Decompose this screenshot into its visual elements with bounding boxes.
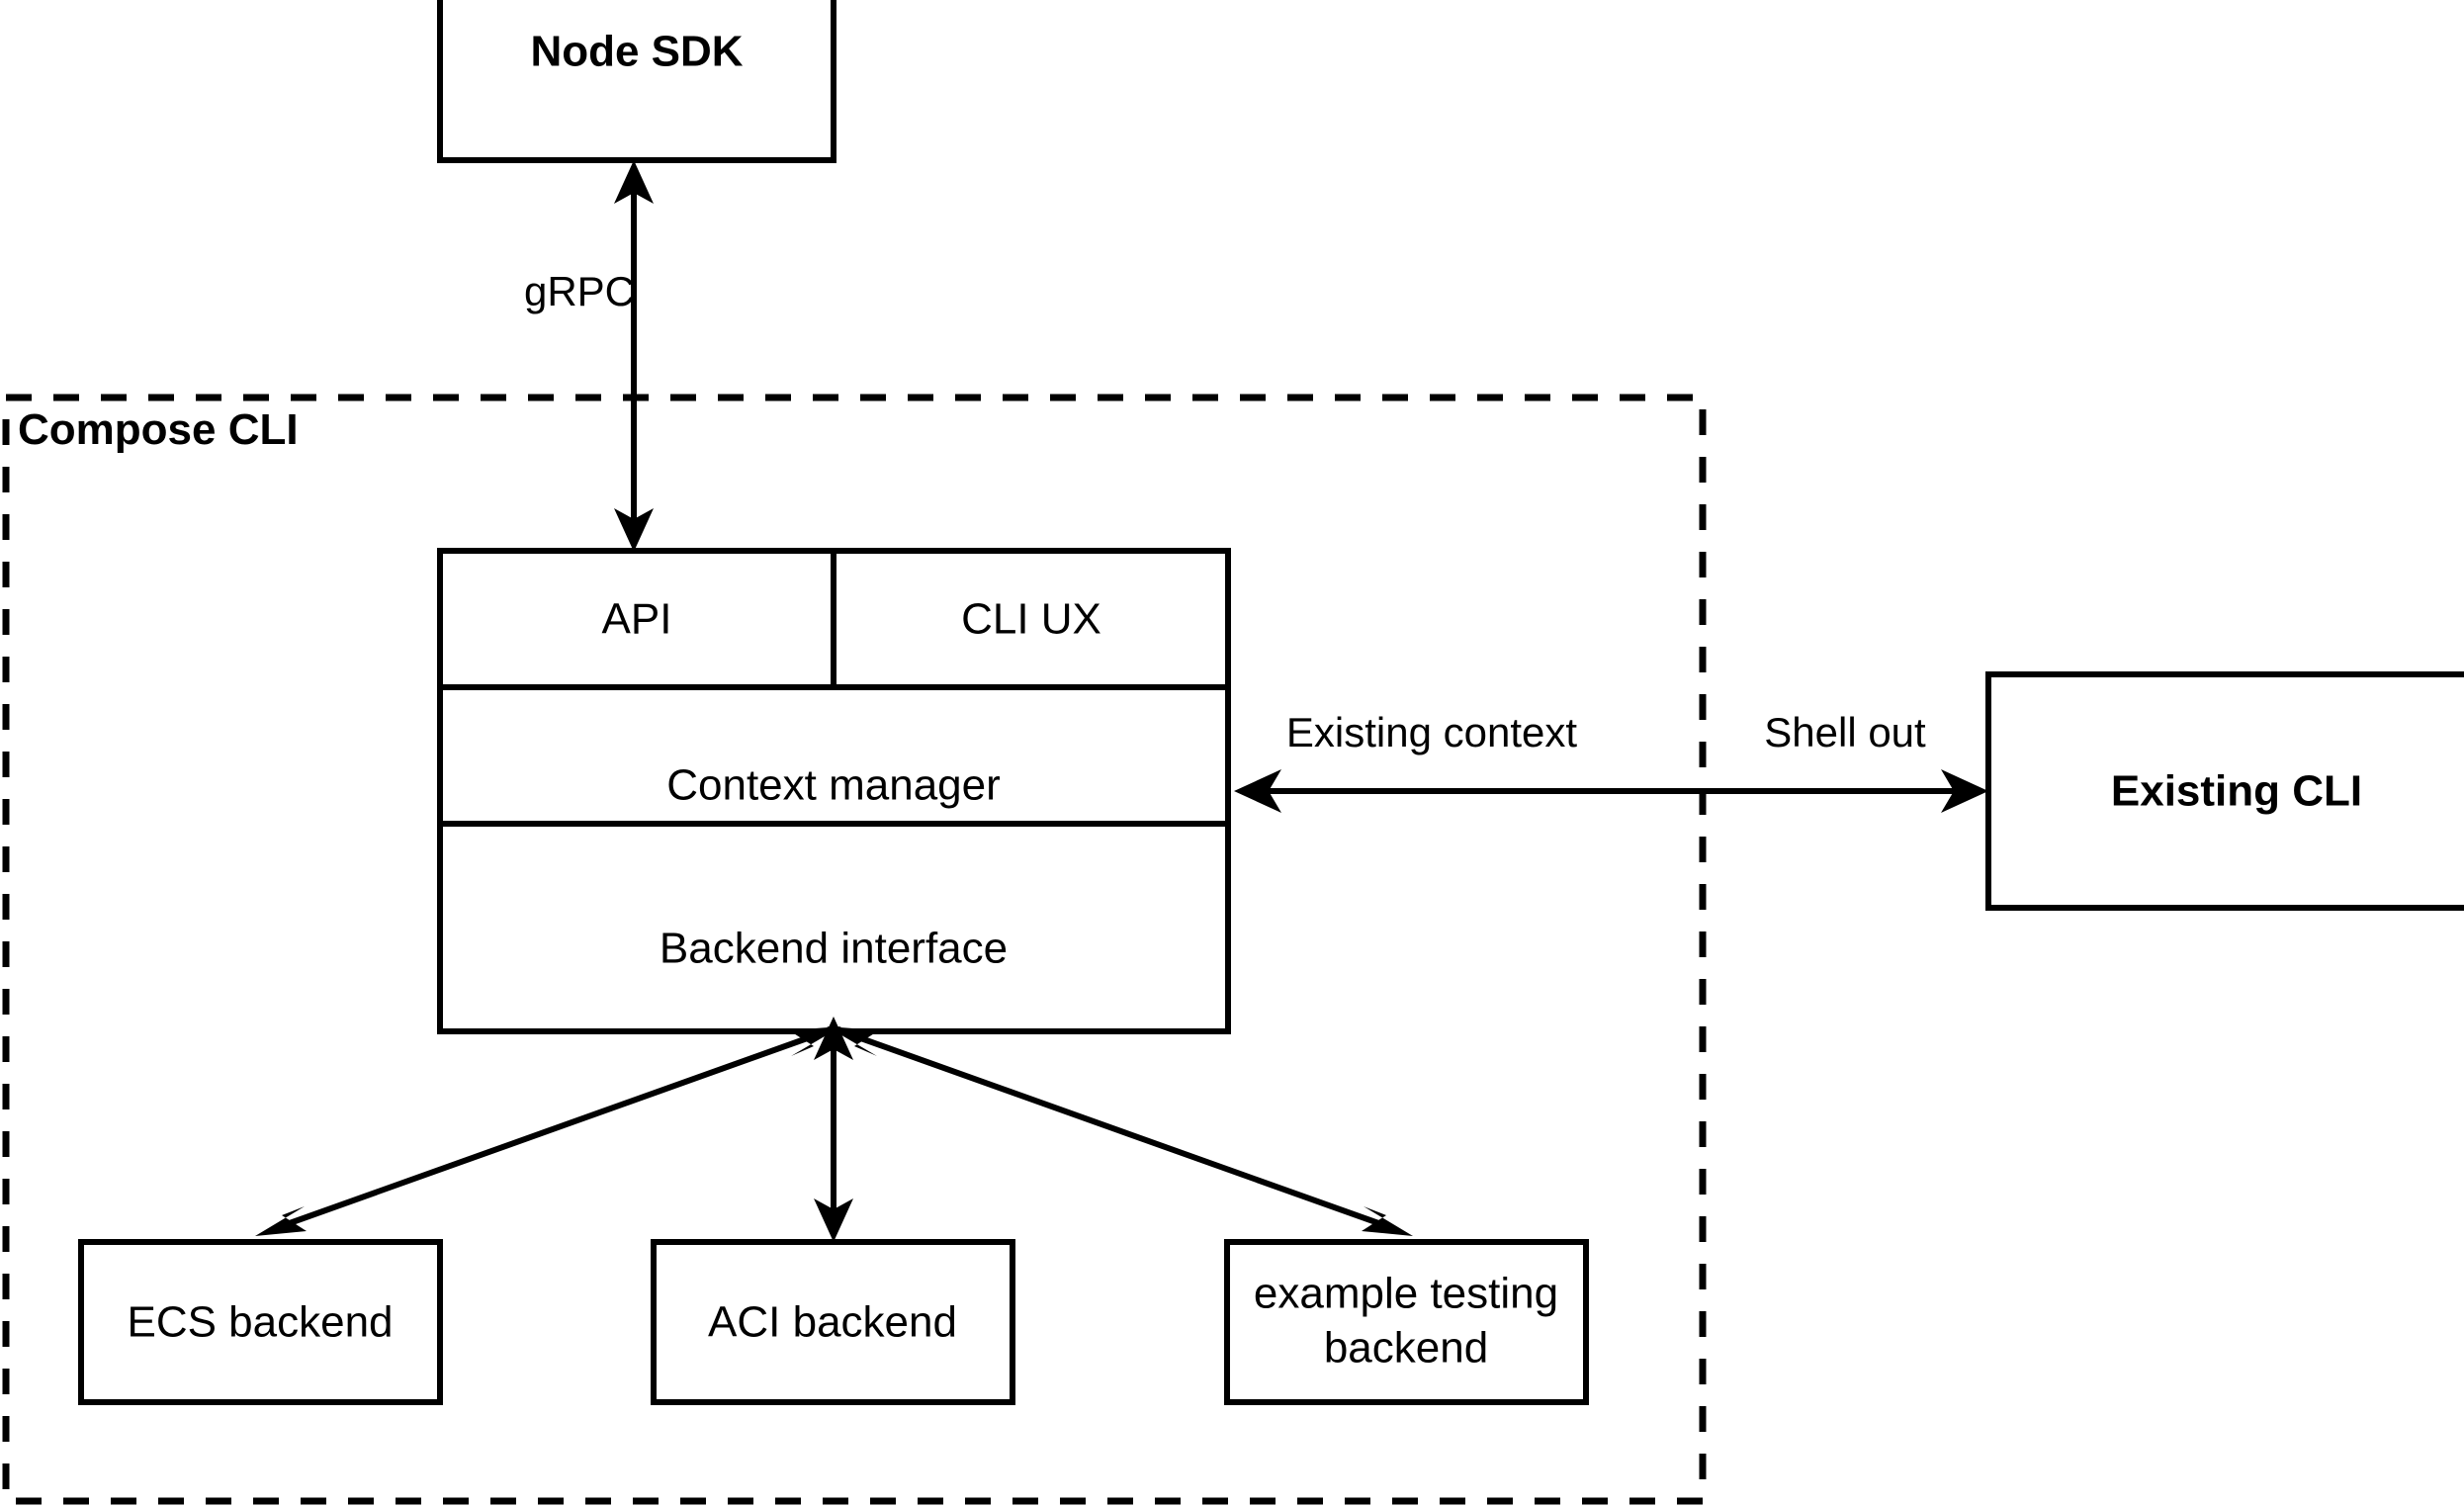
shell-out-arrow-head (1941, 769, 1988, 813)
example-testing-backend-edge-line (839, 1028, 1397, 1232)
example-testing-backend-box[interactable] (1224, 1239, 1589, 1405)
aci-backend-arrow-head-up (814, 1017, 853, 1060)
backend-interface-label: Backend interface (660, 925, 1008, 973)
example-testing-backend-arrow-head (1362, 1206, 1413, 1236)
ecs-backend-box[interactable] (78, 1239, 443, 1405)
ecs-backend-edge-line (271, 1028, 829, 1232)
example-testing-backend-arrow-head-up (827, 1026, 879, 1056)
existing-cli-label: Existing CLI (2111, 767, 2362, 816)
cli-ux-label: CLI UX (961, 595, 1101, 644)
existing-context-edge-label: Existing context (1286, 709, 1577, 755)
aci-backend-arrow-head-down (814, 1198, 853, 1242)
ecs-backend-arrow-head (255, 1206, 307, 1236)
existing-context-arrow-head (1234, 769, 1281, 813)
ecs-backend-label: ECS backend (127, 1298, 393, 1347)
existing-cli-box[interactable] (1985, 671, 2464, 911)
example-testing-backend-label-line2: backend (1324, 1324, 1488, 1373)
node-sdk-box[interactable] (437, 0, 836, 163)
grpc-edge-label: gRPC (524, 268, 635, 314)
compose-cli-group-boundary (2, 394, 1707, 1505)
node-sdk-label: Node SDK (530, 28, 743, 76)
api-label: API (602, 595, 672, 644)
grpc-arrow-head-up (614, 160, 654, 204)
compose-cli-group-label: Compose CLI (18, 405, 299, 454)
aci-backend-label: ACI backend (708, 1298, 957, 1347)
context-manager-label: Context manager (666, 761, 1001, 810)
example-testing-backend-label-line1: example testing (1254, 1270, 1558, 1318)
aci-backend-box[interactable] (651, 1239, 1015, 1405)
grpc-arrow-head-down (614, 508, 654, 552)
shell-out-edge-label: Shell out (1764, 709, 1926, 755)
